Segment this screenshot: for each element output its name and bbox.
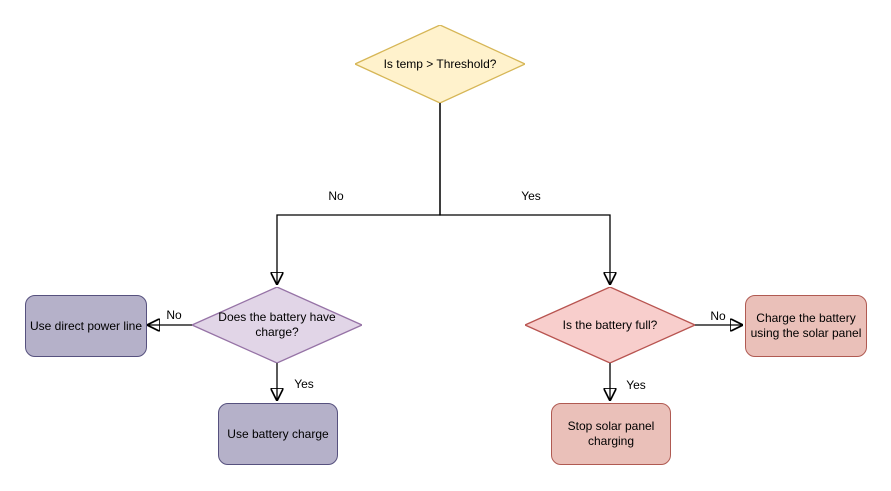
edge-temp-yes: [439, 103, 610, 285]
edge-label-full-yes: Yes: [624, 378, 648, 392]
edge-label-temp-no: No: [326, 189, 346, 203]
edge-label-full-no: No: [708, 309, 728, 323]
action-use-direct-power-label: Use direct power line: [29, 318, 143, 333]
action-stop-solar-charging: Stop solar panel charging: [551, 403, 671, 465]
action-use-battery-charge: Use battery charge: [218, 403, 338, 465]
edge-label-charge-yes: Yes: [292, 377, 316, 391]
diamond-shape: [192, 287, 362, 363]
action-use-direct-power: Use direct power line: [25, 295, 147, 357]
action-use-battery-charge-label: Use battery charge: [227, 426, 329, 441]
edge-temp-no: [277, 103, 441, 285]
decision-battery-charge: Does the battery have charge?: [192, 287, 362, 363]
edge-label-charge-no: No: [164, 308, 184, 322]
decision-battery-full: Is the battery full?: [525, 287, 695, 363]
action-stop-solar-charging-label: Stop solar panel charging: [567, 419, 655, 448]
decision-temp-threshold: Is temp > Threshold?: [355, 25, 525, 103]
action-charge-with-solar-label: Charge the battery using the solar panel: [750, 311, 862, 340]
decision-battery-full-label: Is the battery full?: [562, 317, 658, 332]
action-charge-with-solar: Charge the battery using the solar panel: [745, 295, 867, 357]
decision-temp-threshold-label: Is temp > Threshold?: [383, 56, 497, 71]
edge-label-temp-yes: Yes: [519, 189, 543, 203]
diamond-shape: [525, 287, 695, 363]
decision-battery-charge-label: Does the battery have charge?: [218, 310, 336, 339]
diamond-shape: [355, 25, 525, 103]
